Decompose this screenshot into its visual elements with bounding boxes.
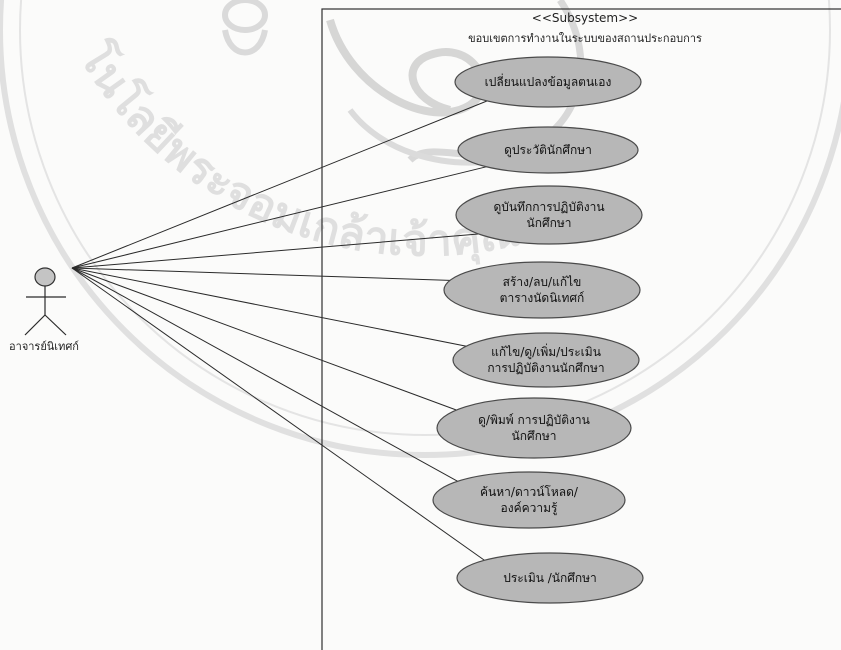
association-line [71,267,500,571]
use-case-ellipse [452,332,640,388]
actor-left-leg [24,314,46,336]
actor[interactable]: อาจารย์นิเทศก์ [9,267,79,353]
association-lines [71,96,500,571]
use-case[interactable]: ดูบันทึกการปฏิบัติงานนักศึกษา [455,185,643,245]
use-case-label: นักศึกษา [512,429,557,443]
use-case[interactable]: ดู/พิมพ์ การปฏิบัติงานนักศึกษา [436,397,632,459]
use-case[interactable]: เปลี่ยนแปลงข้อมูลตนเอง [454,56,642,108]
actor-head-icon [34,267,56,287]
use-case-ellipse [456,552,644,604]
use-case-label: ประเมิน /นักศึกษา [503,571,597,585]
use-case[interactable]: ประเมิน /นักศึกษา [456,552,644,604]
use-case-label: แก้ไข/ดู/เพิ่ม/ประเมิน [491,343,601,360]
use-case-ellipse [454,56,642,108]
use-case-ellipse [432,471,626,529]
use-case-label: สร้าง/ลบ/แก้ไข [503,275,582,289]
use-case-ellipse [443,261,641,319]
association-line [71,267,477,493]
use-case[interactable]: ค้นหา/ดาวน์โหลด/องค์ความรู้ [432,471,626,529]
use-cases: เปลี่ยนแปลงข้อมูลตนเองดูประวัตินักศึกษาด… [432,56,644,604]
association-line [71,267,495,353]
use-case-label: ตารางนัดนิเทศก์ [500,291,585,305]
system-stereotype: <<Subsystem>> [532,11,638,25]
actor-name: อาจารย์นิเทศก์ [9,340,79,353]
use-case[interactable]: ดูประวัตินักศึกษา [457,126,639,174]
system-boundary [321,8,841,650]
use-case[interactable]: แก้ไข/ดู/เพิ่ม/ประเมินการปฏิบัติงานนักศึ… [452,332,640,388]
use-case-label: ดูบันทึกการปฏิบัติงาน [493,200,604,215]
association-line [71,267,489,283]
use-case-ellipse [455,185,643,245]
use-case-label: ค้นหา/ดาวน์โหลด/ [480,485,579,499]
association-line [71,267,481,420]
use-case-label: การปฏิบัติงานนักศึกษา [487,361,604,375]
use-case-label: ดูประวัตินักศึกษา [504,143,592,158]
use-case-label: เปลี่ยนแปลงข้อมูลตนเอง [485,73,612,90]
use-case-label: ดู/พิมพ์ การปฏิบัติงาน [478,413,590,428]
use-case-ellipse [436,397,632,459]
use-case-label: นักศึกษา [527,216,572,230]
association-line [71,231,498,269]
system-name: ขอบเขตการทำงานในระบบของสถานประกอบการ [468,32,702,45]
association-line [71,96,498,269]
use-case-label: องค์ความรู้ [501,501,559,516]
association-line [71,163,499,269]
actor-right-leg [44,314,67,336]
use-case-ellipse [457,126,639,174]
